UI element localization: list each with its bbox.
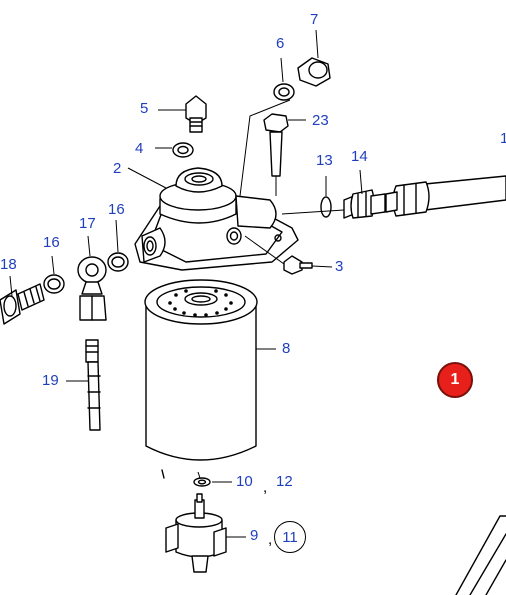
water-sensor-part-9 xyxy=(165,493,227,573)
bleed-nipple-3 xyxy=(283,255,313,275)
hose-nipple-19 xyxy=(85,339,101,431)
washer-4 xyxy=(172,142,194,158)
label-part-4: 4 xyxy=(135,140,144,157)
label-part-1-partial: 1 xyxy=(500,130,506,147)
label-part-10: 10 xyxy=(236,473,253,490)
label-part-14: 14 xyxy=(351,148,368,165)
filter-cartridge-part-8 xyxy=(144,279,258,479)
label-part-8: 8 xyxy=(282,340,291,357)
label-part-23: 23 xyxy=(312,112,329,129)
sensor-part-5 xyxy=(185,95,207,133)
label-part-6: 6 xyxy=(276,35,285,52)
separator-9-11: , xyxy=(268,531,273,548)
banjo-fitting-17 xyxy=(77,256,107,321)
figure-number: 1 xyxy=(450,371,460,388)
label-part-18: 18 xyxy=(0,256,17,273)
label-part-17: 17 xyxy=(79,215,96,232)
label-part-12: 12 xyxy=(276,473,293,490)
label-part-13: 13 xyxy=(316,152,333,169)
label-part-11: 11 xyxy=(282,528,298,546)
label-part-19: 19 xyxy=(42,372,59,389)
seal-ring-16-right xyxy=(107,252,129,272)
label-part-9: 9 xyxy=(250,527,259,544)
seal-ring-16-left xyxy=(43,274,65,294)
banjo-union-part-14 xyxy=(343,189,386,219)
label-part-16-right: 16 xyxy=(108,201,125,218)
seal-ring-13 xyxy=(320,196,332,218)
hollow-screw-18 xyxy=(0,283,45,325)
engine-outline xyxy=(455,515,506,595)
plug-7 xyxy=(297,57,331,87)
filter-head-part-2 xyxy=(134,167,299,271)
bolt-23 xyxy=(263,113,289,177)
figure-number-badge: 1 xyxy=(437,362,473,398)
leader-lines xyxy=(9,29,363,538)
label-part-7: 7 xyxy=(310,11,319,28)
fuel-hose xyxy=(385,175,506,217)
washer-6 xyxy=(273,83,295,101)
label-part-2: 2 xyxy=(113,160,122,177)
label-part-11-circled: 11 xyxy=(274,521,306,553)
label-part-3: 3 xyxy=(335,258,344,275)
seal-ring-10 xyxy=(193,477,211,487)
label-part-5: 5 xyxy=(140,100,149,117)
separator-10-12: , xyxy=(263,479,268,496)
label-part-16-left: 16 xyxy=(43,234,60,251)
